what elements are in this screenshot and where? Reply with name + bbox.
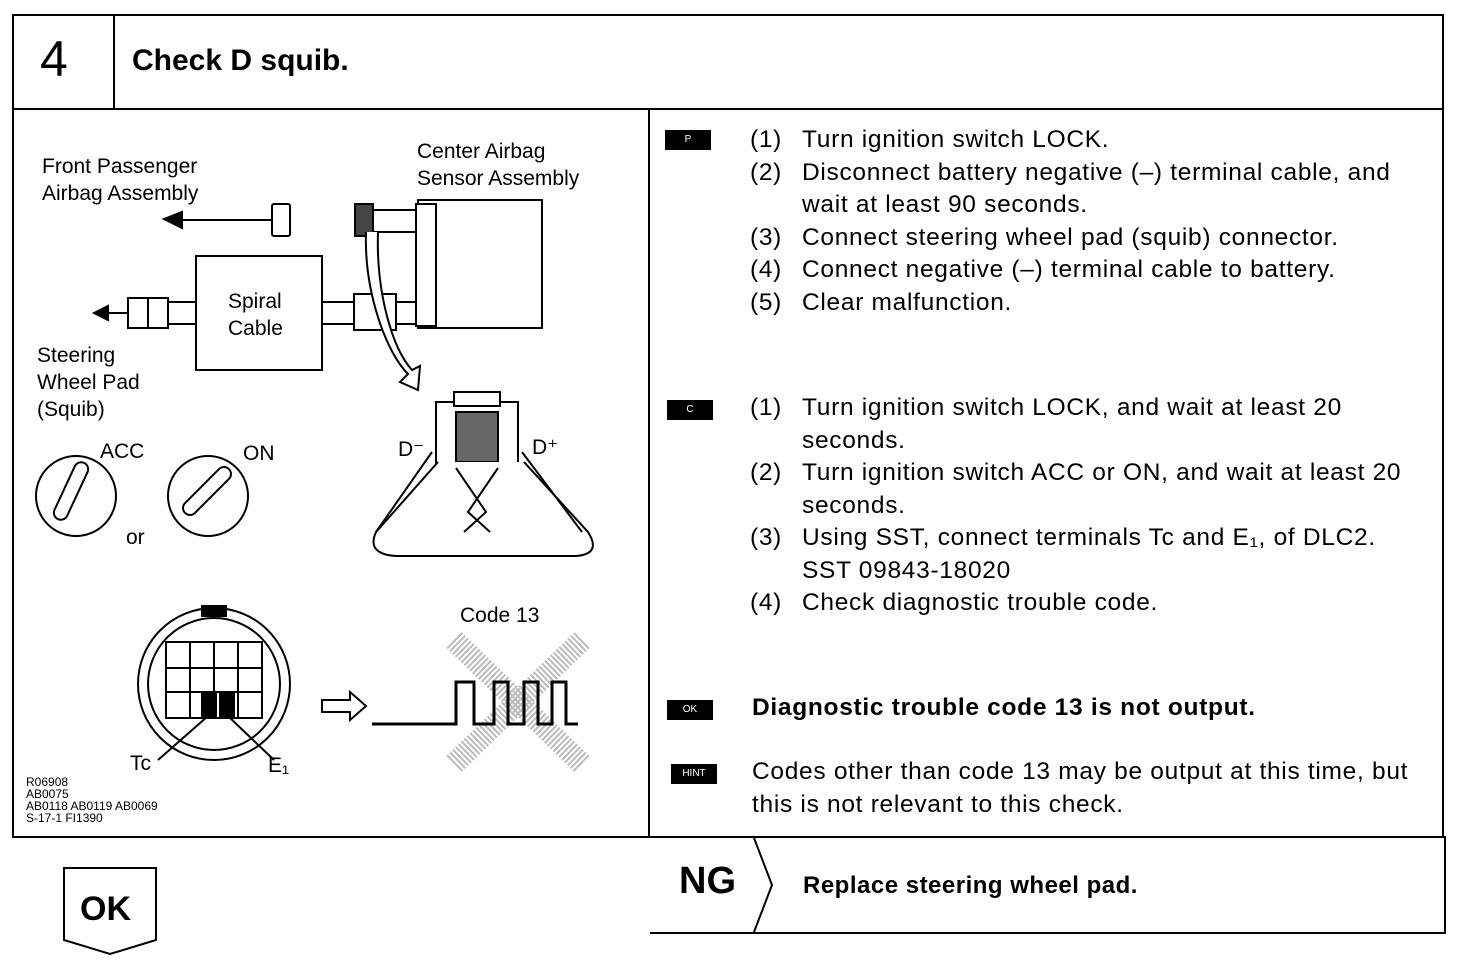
center-airbag-label: Center Airbag Sensor Assembly	[417, 140, 580, 190]
p-step-1: (1)Turn ignition switch LOCK.	[750, 126, 1110, 153]
e1-label: E₁	[268, 754, 290, 777]
step-number: 4	[40, 31, 68, 87]
c-step-1: (1)Turn ignition switch LOCK, and wait a…	[750, 394, 1342, 454]
step-header	[12, 14, 1444, 110]
front-passenger-label: Front Passenger Airbag Assembly	[42, 155, 199, 205]
ignition-switch-acc-icon	[35, 455, 117, 537]
c-step-2: (2)Turn ignition switch ACC or ON, and w…	[750, 459, 1402, 519]
ok-label: OK	[80, 890, 131, 928]
figure-ref-codes: R06908 AB0075 AB0118 AB0119 AB0069 S-17-…	[26, 775, 158, 825]
dlc2-connector-icon	[137, 605, 291, 761]
d-plus-label: D⁺	[532, 436, 559, 459]
d-minus-label: D⁻	[398, 438, 425, 461]
code-13-label: Code 13	[460, 604, 540, 627]
c-procedure-list: (1)Turn ignition switch LOCK, and wait a…	[750, 392, 1412, 620]
center-airbag-sensor-icon	[354, 199, 543, 329]
ignition-switch-on-icon	[167, 455, 249, 537]
step-number-divider	[113, 16, 115, 108]
curved-arrow-icon	[364, 231, 422, 392]
ok-arrow-box-icon	[63, 867, 157, 956]
step-title: Check D squib.	[132, 44, 349, 77]
c-badge: C	[667, 400, 713, 420]
front-passenger-connector-icon	[161, 203, 291, 237]
ok-result-text: Diagnostic trouble code 13 is not output…	[752, 694, 1256, 721]
hint-badge: HINT	[671, 764, 717, 784]
p-step-4: (4)Connect negative (–) terminal cable t…	[750, 256, 1336, 283]
ng-chevron-icon	[753, 838, 774, 932]
c-step-3: (3)Using SST, connect terminals Tc and E…	[750, 524, 1376, 551]
code-13-waveform-icon	[372, 632, 590, 772]
acc-label: ACC	[100, 440, 145, 463]
ok-badge: OK	[667, 700, 713, 720]
hollow-arrow-icon	[321, 689, 368, 723]
p-step-2: (2)Disconnect battery negative (–) termi…	[750, 158, 1391, 219]
column-divider	[648, 108, 650, 838]
steering-pad-label: Steering Wheel Pad (Squib)	[37, 344, 140, 421]
c-sst-number: SST 09843-18020	[802, 556, 1011, 584]
spiral-cable-label: Spiral Cable	[228, 290, 283, 340]
p-step-5: (5)Clear malfunction.	[750, 288, 1013, 316]
d-connector-icon	[372, 391, 594, 557]
ng-label: NG	[679, 860, 736, 902]
ng-result-box	[650, 836, 1446, 934]
squib-check-illustration	[35, 199, 594, 772]
or-label: or	[126, 526, 145, 549]
p-step-3: (3)Connect steering wheel pad (squib) co…	[750, 223, 1339, 251]
p-badge: P	[665, 130, 711, 150]
c-step-4: (4)Check diagnostic trouble code.	[750, 589, 1159, 616]
hint-text: Codes other than code 13 may be output a…	[752, 758, 1409, 818]
content-frame	[12, 108, 1444, 838]
on-label: ON	[243, 442, 275, 465]
ng-action-text: Replace steering wheel pad.	[803, 872, 1138, 899]
tc-label: Tc	[130, 752, 151, 775]
p-procedure-list: (1)Turn ignition switch LOCK. (2)Disconn…	[750, 124, 1412, 319]
